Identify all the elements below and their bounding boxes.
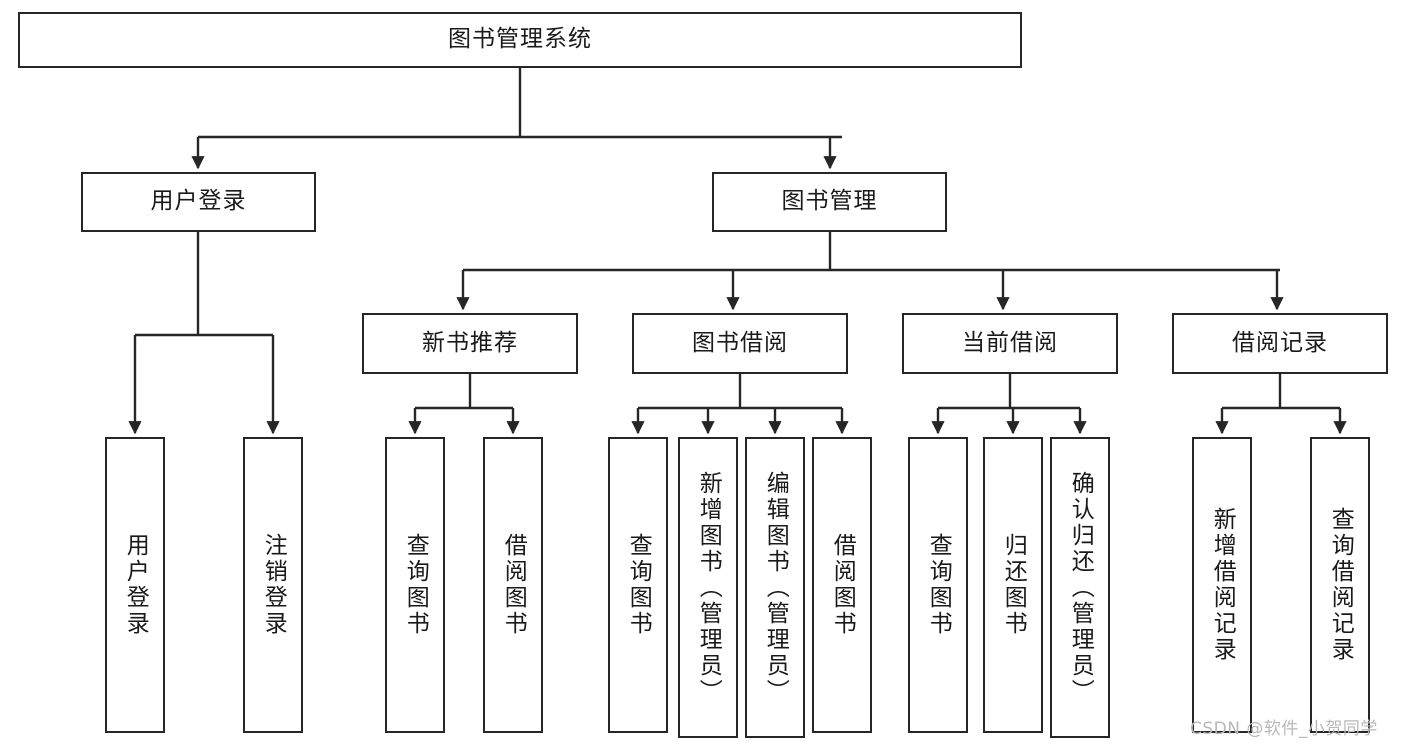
node-leaf-add-book[interactable]: 新增图书（管理员） <box>678 437 738 738</box>
node-root-label: 图书管理系统 <box>448 26 592 53</box>
node-user-login[interactable]: 用户登录 <box>81 172 316 232</box>
node-leaf-confirm-return-label: 确认归还（管理员） <box>1067 470 1094 705</box>
node-leaf-query-book-3[interactable]: 查询图书 <box>908 437 968 733</box>
node-leaf-return-book[interactable]: 归还图书 <box>983 437 1043 733</box>
node-leaf-add-book-label: 新增图书（管理员） <box>695 470 722 705</box>
node-book-manage-label: 图书管理 <box>781 188 878 215</box>
node-leaf-query-book-2[interactable]: 查询图书 <box>608 437 668 733</box>
node-leaf-user-login[interactable]: 用户登录 <box>105 437 165 733</box>
node-user-login-label: 用户登录 <box>150 188 247 215</box>
node-root[interactable]: 图书管理系统 <box>18 12 1022 68</box>
node-leaf-edit-book[interactable]: 编辑图书（管理员） <box>745 437 805 738</box>
node-new-book-rec-label: 新书推荐 <box>422 329 518 356</box>
node-leaf-borrow-book-1[interactable]: 借阅图书 <box>483 437 543 733</box>
node-leaf-logout-label: 注销登录 <box>260 533 287 637</box>
node-book-manage[interactable]: 图书管理 <box>712 172 947 232</box>
node-leaf-logout[interactable]: 注销登录 <box>243 437 303 733</box>
node-leaf-query-book-1[interactable]: 查询图书 <box>385 437 445 733</box>
node-leaf-add-record[interactable]: 新增借阅记录 <box>1192 437 1252 733</box>
node-leaf-user-login-label: 用户登录 <box>122 533 149 637</box>
csdn-watermark: CSDN @软件_小贺同学 <box>1190 719 1378 739</box>
node-leaf-return-book-label: 归还图书 <box>1000 533 1027 637</box>
node-leaf-borrow-book-1-label: 借阅图书 <box>500 533 527 637</box>
node-leaf-add-record-label: 新增借阅记录 <box>1209 507 1236 663</box>
node-leaf-borrow-book-2-label: 借阅图书 <box>829 533 856 637</box>
node-borrow-record[interactable]: 借阅记录 <box>1172 313 1388 374</box>
node-current-borrow[interactable]: 当前借阅 <box>902 313 1118 374</box>
node-borrow-record-label: 借阅记录 <box>1232 329 1328 356</box>
node-new-book-rec[interactable]: 新书推荐 <box>362 313 578 374</box>
node-book-borrow[interactable]: 图书借阅 <box>632 313 848 374</box>
node-leaf-borrow-book-2[interactable]: 借阅图书 <box>812 437 872 733</box>
node-leaf-query-book-2-label: 查询图书 <box>625 533 652 637</box>
node-leaf-edit-book-label: 编辑图书（管理员） <box>762 470 789 705</box>
node-book-borrow-label: 图书借阅 <box>692 329 788 356</box>
node-current-borrow-label: 当前借阅 <box>962 329 1058 356</box>
node-leaf-query-book-3-label: 查询图书 <box>925 533 952 637</box>
node-leaf-query-record-label: 查询借阅记录 <box>1327 507 1354 663</box>
node-leaf-query-record[interactable]: 查询借阅记录 <box>1310 437 1370 733</box>
node-leaf-query-book-1-label: 查询图书 <box>402 533 429 637</box>
node-leaf-confirm-return[interactable]: 确认归还（管理员） <box>1050 437 1110 738</box>
